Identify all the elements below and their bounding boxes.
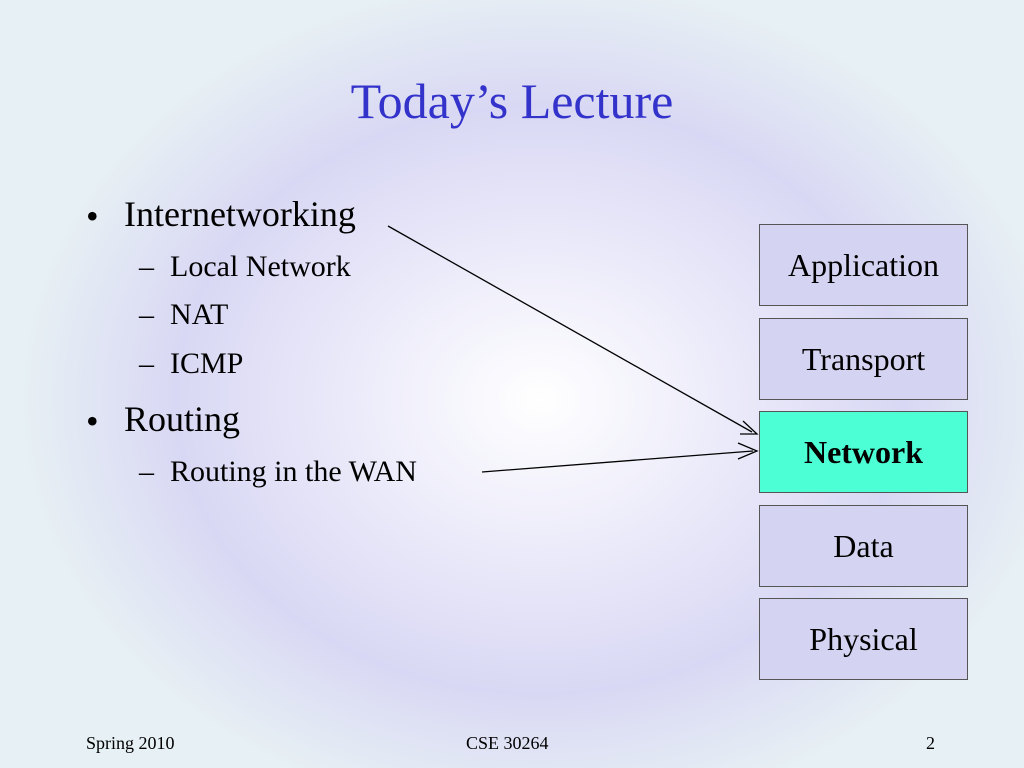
footer-course: CSE 30264 [466, 733, 549, 753]
sub-local-network: Local Network [170, 250, 351, 283]
footer-page-number: 2 [926, 733, 935, 753]
sub-icmp: ICMP [170, 347, 244, 380]
arrowhead [737, 442, 759, 460]
sub-nat: NAT [170, 298, 229, 331]
layer-transport: Transport [759, 318, 968, 400]
footer-date: Spring 2010 [86, 733, 175, 753]
arrow-routing-to-network [481, 450, 754, 473]
bullet-marker: • [86, 196, 99, 236]
sub-marker: – [139, 250, 154, 283]
sub-routing-in-the-wan: Routing in the WAN [170, 455, 417, 488]
sub-marker: – [139, 298, 154, 331]
arrow-internetworking-to-network [387, 225, 753, 433]
layer-physical: Physical [759, 598, 968, 680]
sub-marker: – [139, 347, 154, 380]
bullet-routing: Routing [124, 399, 241, 439]
layer-network: Network [759, 411, 968, 493]
arrowhead [740, 420, 759, 435]
layer-data: Data [759, 505, 968, 587]
layer-application: Application [759, 224, 968, 306]
bullet-marker: • [86, 401, 99, 441]
sub-marker: – [139, 455, 154, 488]
slide-title: Today’s Lecture [350, 73, 674, 129]
bullet-internetworking: Internetworking [124, 194, 356, 234]
